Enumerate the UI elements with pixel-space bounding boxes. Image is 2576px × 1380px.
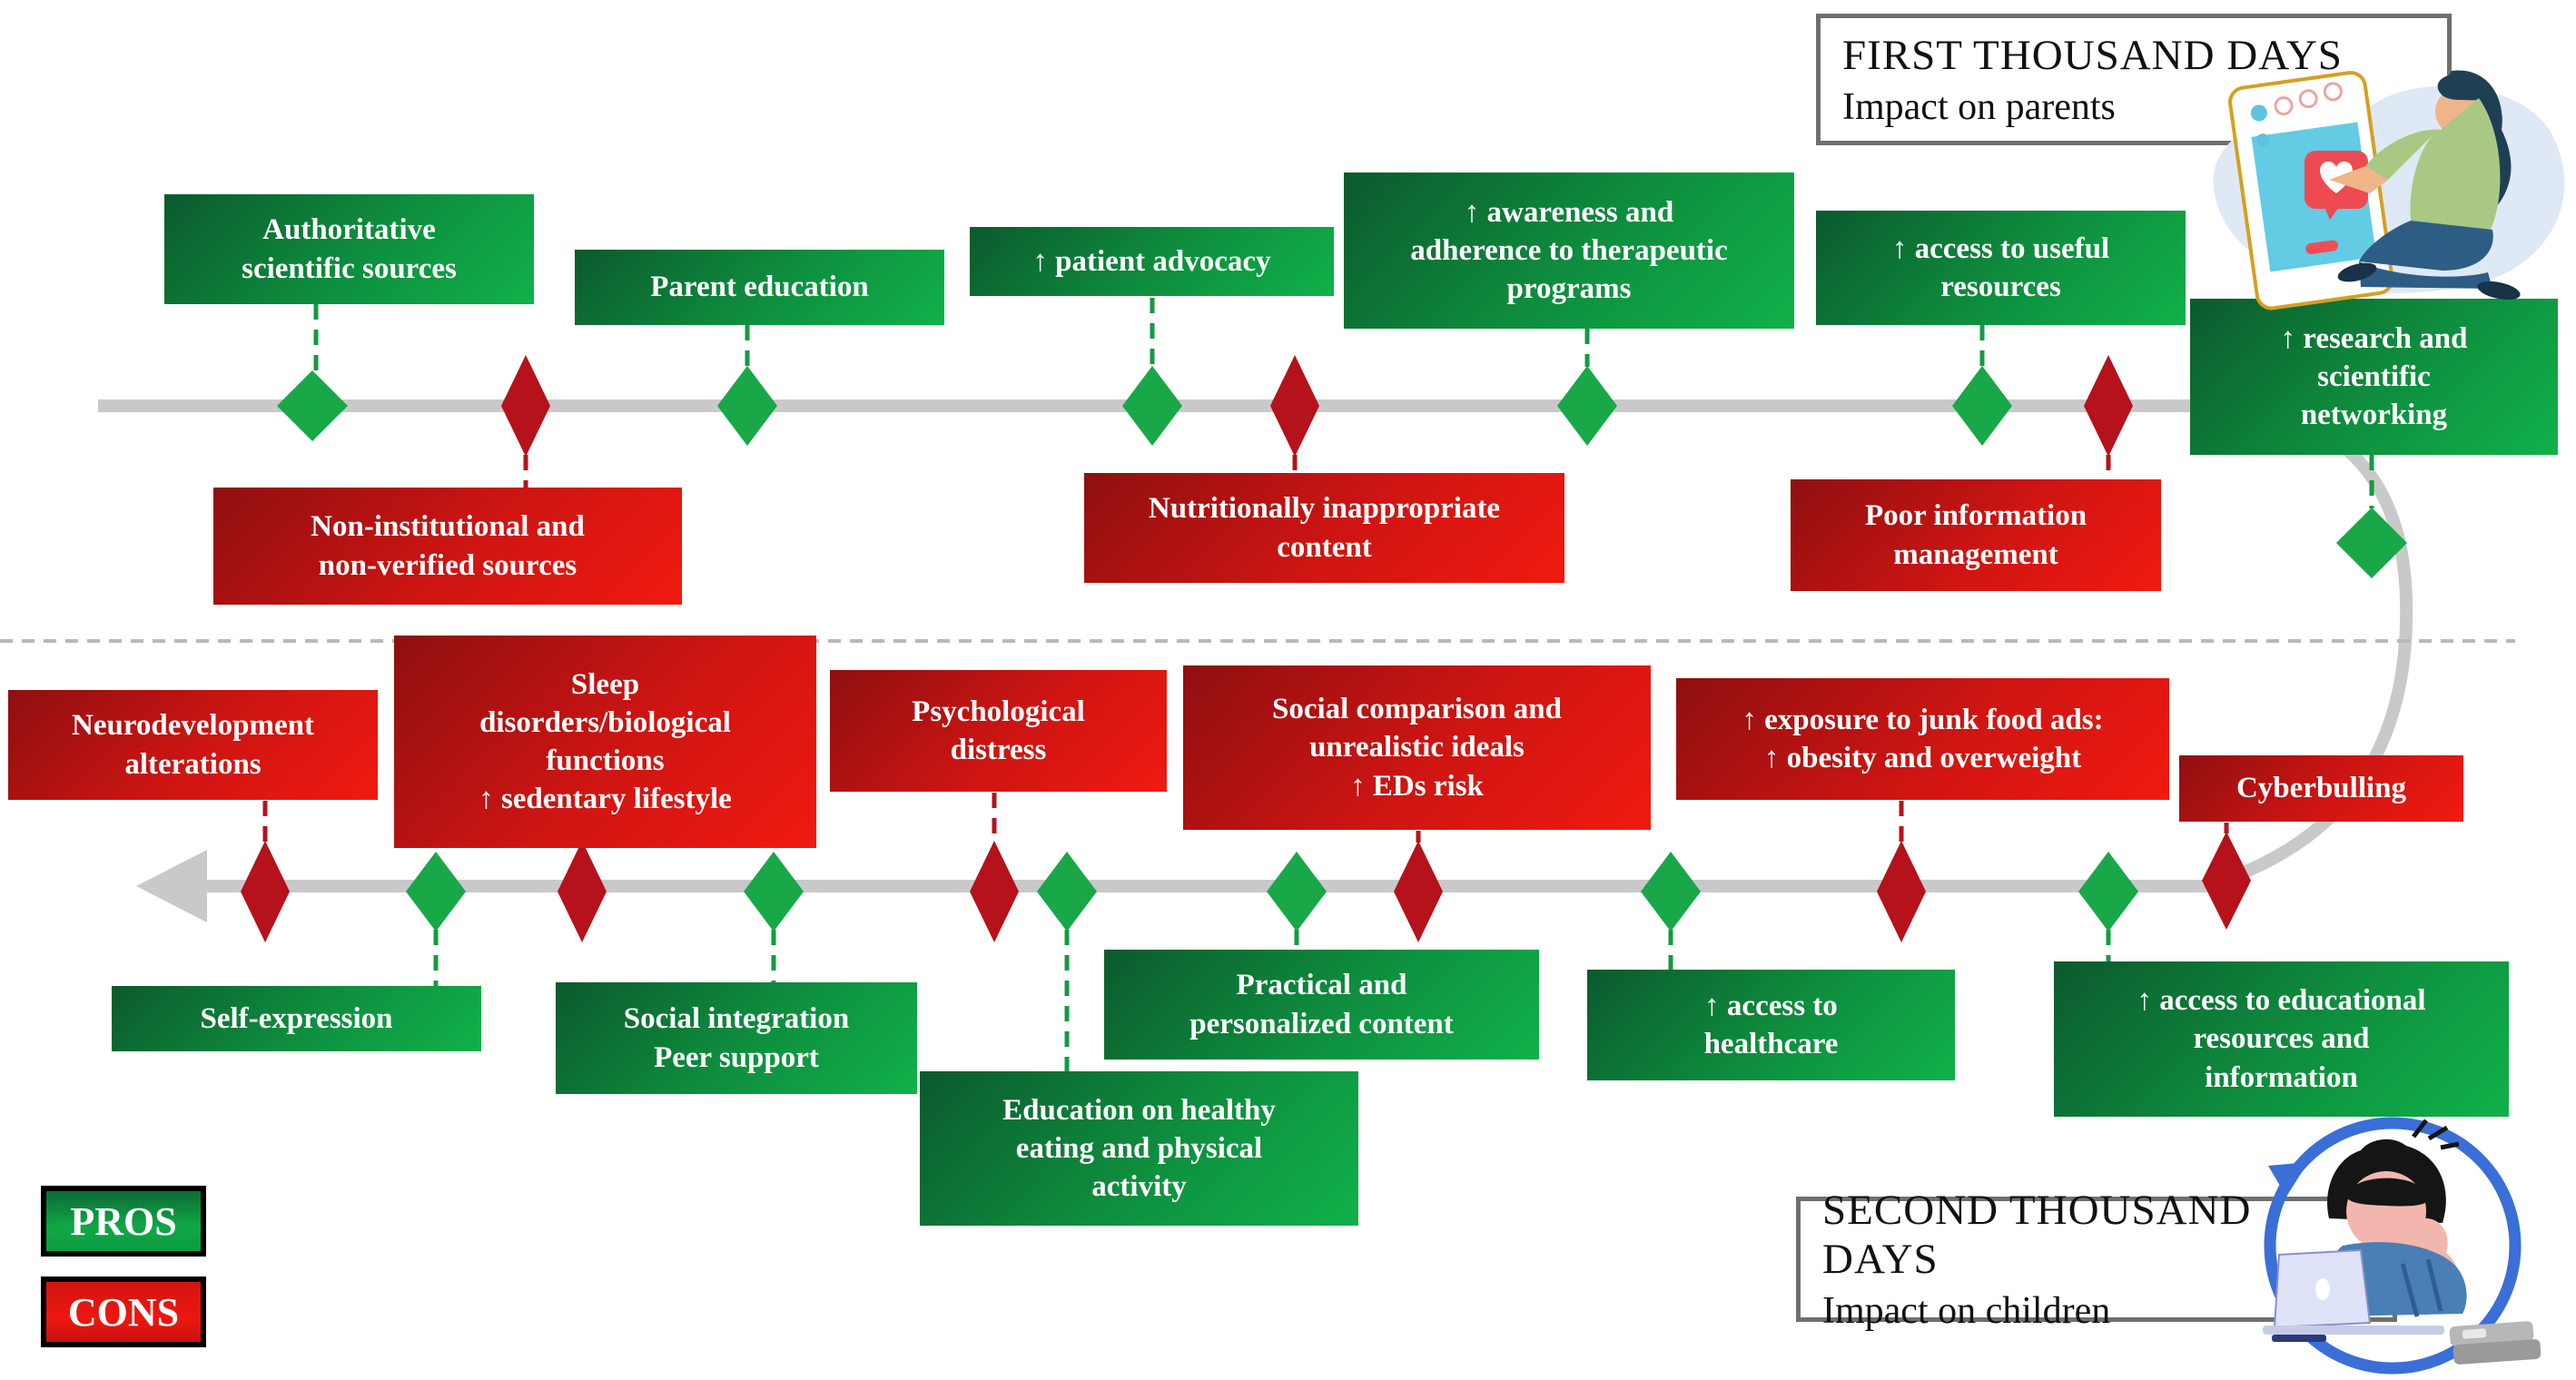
con-box-nutritionally-inappropriate: Nutritionally inappropriate content	[1084, 473, 1564, 583]
second-thousand-days-title: SECOND THOUSAND DAYS	[1822, 1187, 2252, 1283]
pro-box-self-expression: Self-expression	[112, 986, 481, 1051]
con-box-cyberbulling: Cyberbulling	[2179, 755, 2463, 822]
pro-box-practical-content: Practical and personalized content	[1104, 950, 1539, 1060]
pro-box-authoritative-sources: Authoritative scientific sources	[164, 194, 534, 304]
pro-box-access-healthcare: ↑ access to healthcare	[1587, 970, 1955, 1080]
con-box-social-comparison: Social comparison and unrealistic ideals…	[1183, 665, 1651, 830]
top-timeline-diamonds	[277, 355, 2407, 578]
pro-box-education-healthy-eating: Education on healthy eating and physical…	[920, 1071, 1358, 1226]
pro-box-educational-resources: ↑ access to educational resources and in…	[2054, 961, 2509, 1117]
con-box-neurodevelopment: Neurodevelopment alterations	[8, 690, 378, 800]
mother-figure	[2329, 70, 2521, 301]
pro-box-patient-advocacy: ↑ patient advocacy	[970, 227, 1334, 296]
pro-box-parent-education: Parent education	[575, 250, 944, 325]
second-thousand-days-subtitle: Impact on children	[1822, 1290, 2111, 1332]
legend-pros: PROS	[41, 1186, 206, 1257]
circular-arrow-icon	[2264, 1117, 2522, 1375]
laptop-icon	[2263, 1248, 2444, 1342]
timeline-arrowhead-icon	[136, 850, 207, 922]
child-studying-at-laptop-illustration	[2263, 1117, 2541, 1375]
con-box-non-institutional-sources: Non-institutional and non-verified sourc…	[213, 488, 682, 605]
pro-box-social-integration: Social integration Peer support	[556, 982, 917, 1094]
first-thousand-days-title: FIRST THOUSAND DAYS	[1842, 31, 2343, 79]
books-icon	[2449, 1321, 2541, 1365]
pro-box-awareness-adherence: ↑ awareness and adherence to therapeutic…	[1344, 172, 1794, 329]
con-box-psychological-distress: Psychological distress	[830, 670, 1167, 792]
con-box-poor-information: Poor information management	[1791, 479, 2161, 591]
bottom-timeline-diamonds	[241, 832, 2251, 942]
con-box-sleep-disorders: Sleep disorders/biological functions ↑ s…	[394, 636, 816, 848]
pro-box-access-useful-resources: ↑ access to useful resources	[1816, 211, 2186, 325]
con-box-junk-food-ads: ↑ exposure to junk food ads: ↑ obesity a…	[1676, 678, 2169, 800]
pro-connectors	[313, 272, 2374, 1071]
pro-box-research-networking: ↑ research and scientific networking	[2190, 299, 2558, 455]
legend-cons: CONS	[41, 1276, 206, 1347]
mother-with-social-media-phone-illustration	[2213, 70, 2565, 310]
first-thousand-days-subtitle: Impact on parents	[1842, 85, 2116, 128]
